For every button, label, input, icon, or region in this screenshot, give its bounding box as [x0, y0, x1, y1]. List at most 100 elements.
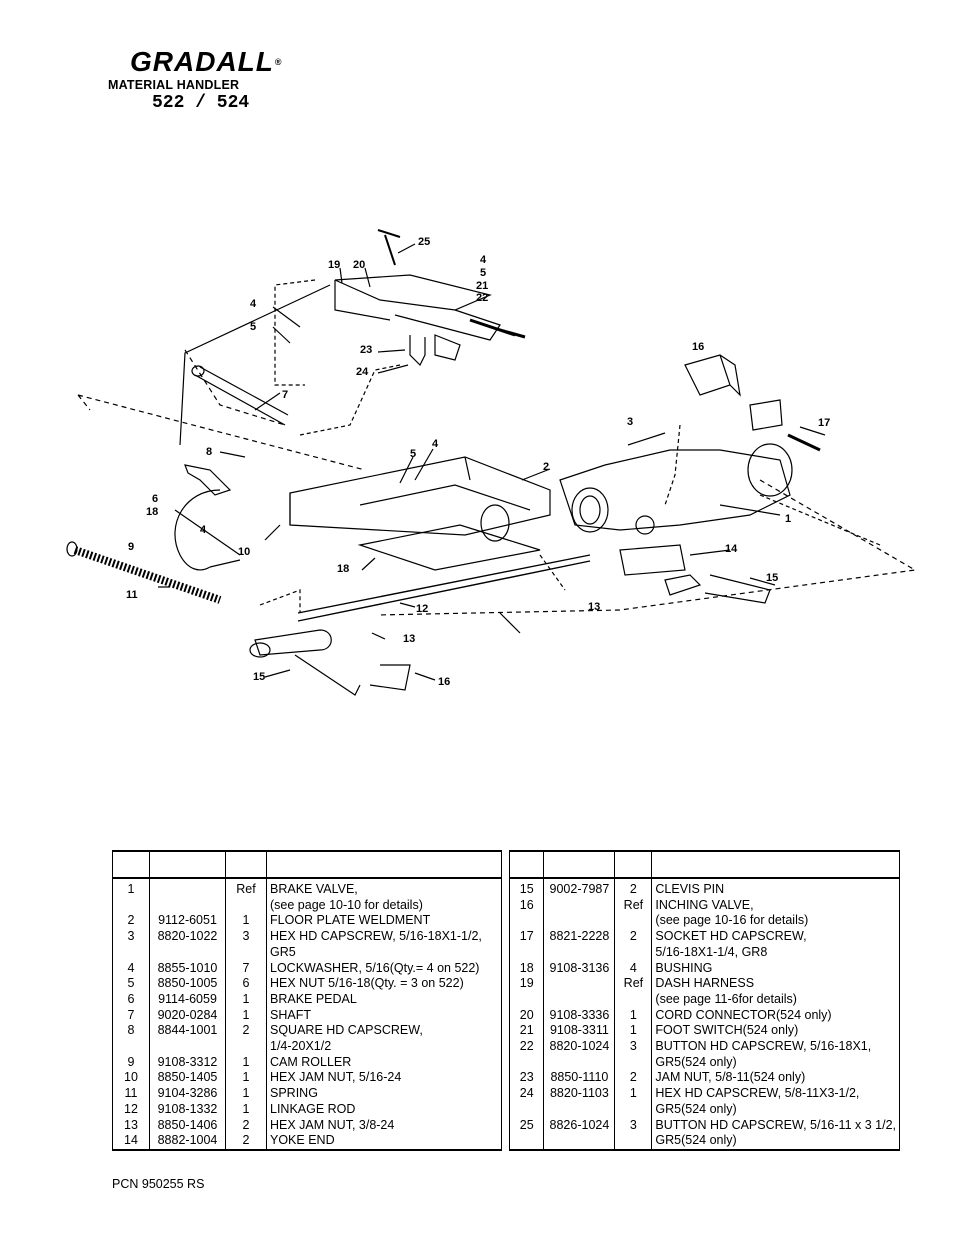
description: SPRING — [266, 1086, 502, 1102]
item-number: 13 — [112, 1117, 150, 1134]
part-number: 8826-1024 — [543, 1117, 616, 1151]
item-number: 16 — [508, 897, 545, 930]
part-number: 8850-1405 — [149, 1070, 226, 1087]
svg-text:16: 16 — [692, 341, 704, 353]
description: SOCKET HD CAPSCREW,5/16-18X1-1/4, GR8 — [651, 929, 900, 961]
svg-text:5: 5 — [410, 448, 416, 460]
description-line: BUSHING — [655, 960, 713, 975]
svg-text:13: 13 — [588, 601, 600, 613]
svg-text:6: 6 — [152, 493, 158, 505]
part-number: 8820-1024 — [543, 1039, 616, 1071]
description: FLOOR PLATE WELDMENT — [266, 913, 502, 930]
svg-text:22: 22 — [476, 292, 488, 304]
description-line: BRAKE VALVE, — [270, 882, 358, 896]
svg-text:1: 1 — [785, 513, 791, 525]
item-number: 2 — [112, 913, 150, 930]
svg-text:7: 7 — [282, 389, 288, 401]
quantity: 4 — [614, 960, 653, 977]
svg-text:21: 21 — [476, 280, 488, 292]
svg-text:23: 23 — [360, 344, 372, 356]
svg-text:14: 14 — [725, 543, 738, 555]
quantity: 1 — [225, 1101, 267, 1118]
description: HEX JAM NUT, 5/16-24 — [266, 1070, 502, 1087]
description-line: (see page 11-6for details) — [655, 991, 797, 1006]
item-number: 12 — [112, 1101, 150, 1118]
svg-text:15: 15 — [766, 572, 778, 584]
part-number: 9108-3312 — [149, 1054, 226, 1071]
item-number: 25 — [508, 1117, 545, 1151]
quantity: 1 — [225, 1007, 267, 1024]
svg-text:18: 18 — [337, 563, 349, 575]
item-number: 22 — [508, 1039, 545, 1071]
quantity: Ref — [614, 897, 653, 930]
svg-text:10: 10 — [238, 546, 250, 558]
description-line: 1/4-20X1/2 — [270, 1039, 332, 1054]
description: HEX HD CAPSCREW, 5/16-18X1-1/2,GR5 — [266, 929, 502, 961]
description: BUTTON HD CAPSCREW, 5/16-18X1,GR5(524 on… — [651, 1039, 900, 1071]
quantity: 1 — [225, 913, 267, 930]
item-number: 23 — [508, 1070, 545, 1087]
svg-text:4: 4 — [200, 524, 207, 536]
quantity: 1 — [225, 1054, 267, 1071]
part-number: 9108-1332 — [149, 1101, 226, 1118]
quantity: 2 — [614, 878, 653, 898]
quantity: 7 — [225, 960, 267, 977]
description-line: CAM ROLLER — [270, 1054, 352, 1069]
svg-text:11: 11 — [126, 589, 138, 601]
item-number: 24 — [508, 1086, 545, 1118]
item-number: 10 — [112, 1070, 150, 1087]
description: YOKE END — [266, 1133, 502, 1151]
description: JAM NUT, 5/8-11(524 only) — [651, 1070, 900, 1087]
item-number: 1 — [112, 878, 150, 914]
description-line: YOKE END — [270, 1133, 335, 1148]
description-line: HEX NUT 5/16-18(Qty. = 3 on 522) — [270, 976, 464, 991]
description-line: HEX HD CAPSCREW, 5/16-18X1-1/2, — [270, 929, 482, 944]
description-line: CLEVIS PIN — [655, 882, 725, 896]
description-line: FOOT SWITCH(524 only) — [655, 1023, 799, 1038]
item-number: 15 — [508, 878, 545, 898]
description-line: LINKAGE ROD — [270, 1101, 356, 1116]
description-line: FLOOR PLATE WELDMENT — [270, 913, 431, 928]
description: BRAKE PEDAL — [266, 991, 502, 1008]
svg-text:9: 9 — [128, 541, 134, 553]
part-number: 9108-3136 — [543, 960, 616, 977]
part-number: 8882-1004 — [149, 1133, 226, 1151]
description: SQUARE HD CAPSCREW,1/4-20X1/2 — [266, 1023, 502, 1055]
description-line: BRAKE PEDAL — [270, 991, 357, 1006]
svg-text:4: 4 — [480, 254, 487, 266]
svg-text:5: 5 — [480, 267, 486, 279]
description: CAM ROLLER — [266, 1054, 502, 1071]
part-number: 8821-2228 — [543, 929, 616, 961]
item-number: 5 — [112, 976, 150, 992]
pcn-footer: PCN 950255 RS — [112, 1177, 205, 1191]
item-number: 18 — [508, 960, 545, 977]
quantity: 3 — [614, 1039, 653, 1071]
quantity: Ref — [614, 976, 653, 1008]
quantity: Ref — [225, 878, 267, 914]
part-number: 9020-0284 — [149, 1007, 226, 1024]
part-number: 9108-3336 — [543, 1007, 616, 1024]
description-line: GR5(524 only) — [655, 1133, 737, 1148]
svg-text:18: 18 — [146, 506, 158, 518]
item-number: 11 — [112, 1086, 150, 1102]
description-line: HEX JAM NUT, 5/16-24 — [270, 1070, 402, 1085]
description-line: SPRING — [270, 1086, 318, 1101]
svg-text:3: 3 — [627, 416, 633, 428]
part-number: 8850-1110 — [543, 1070, 616, 1087]
description-line: SHAFT — [270, 1007, 311, 1022]
description: BRAKE VALVE,(see page 10-10 for details) — [266, 878, 502, 914]
part-number: 9112-6051 — [149, 913, 226, 930]
description: INCHING VALVE,(see page 10-16 for detail… — [651, 897, 900, 930]
description-line: (see page 10-16 for details) — [655, 913, 809, 928]
description: BUTTON HD CAPSCREW, 5/16-11 x 3 1/2,GR5(… — [651, 1117, 900, 1151]
quantity: 2 — [225, 1023, 267, 1055]
svg-text:5: 5 — [250, 321, 256, 333]
item-number: 4 — [112, 960, 150, 977]
